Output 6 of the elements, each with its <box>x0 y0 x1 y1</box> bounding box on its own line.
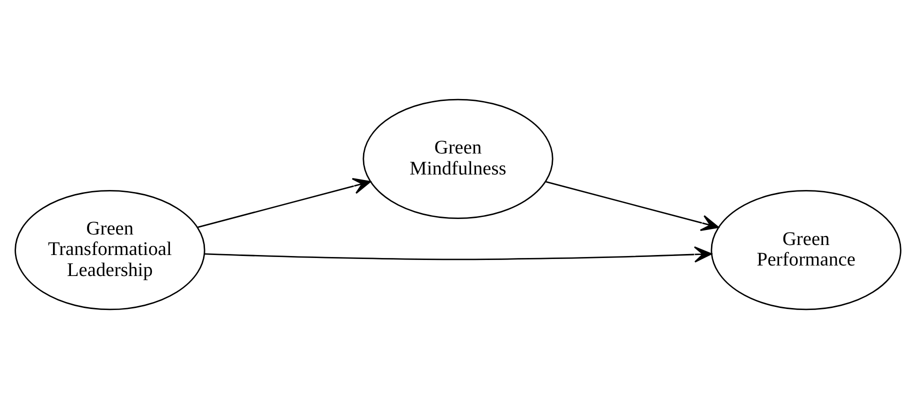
node-ellipse: Green Transformatioal Leadership <box>14 190 206 310</box>
arrow <box>197 178 371 228</box>
arrow <box>545 181 720 231</box>
arrow <box>204 246 712 263</box>
node-ellipse: Green Mindfulness <box>362 98 554 219</box>
node-ellipse: Green Performance <box>710 190 902 310</box>
